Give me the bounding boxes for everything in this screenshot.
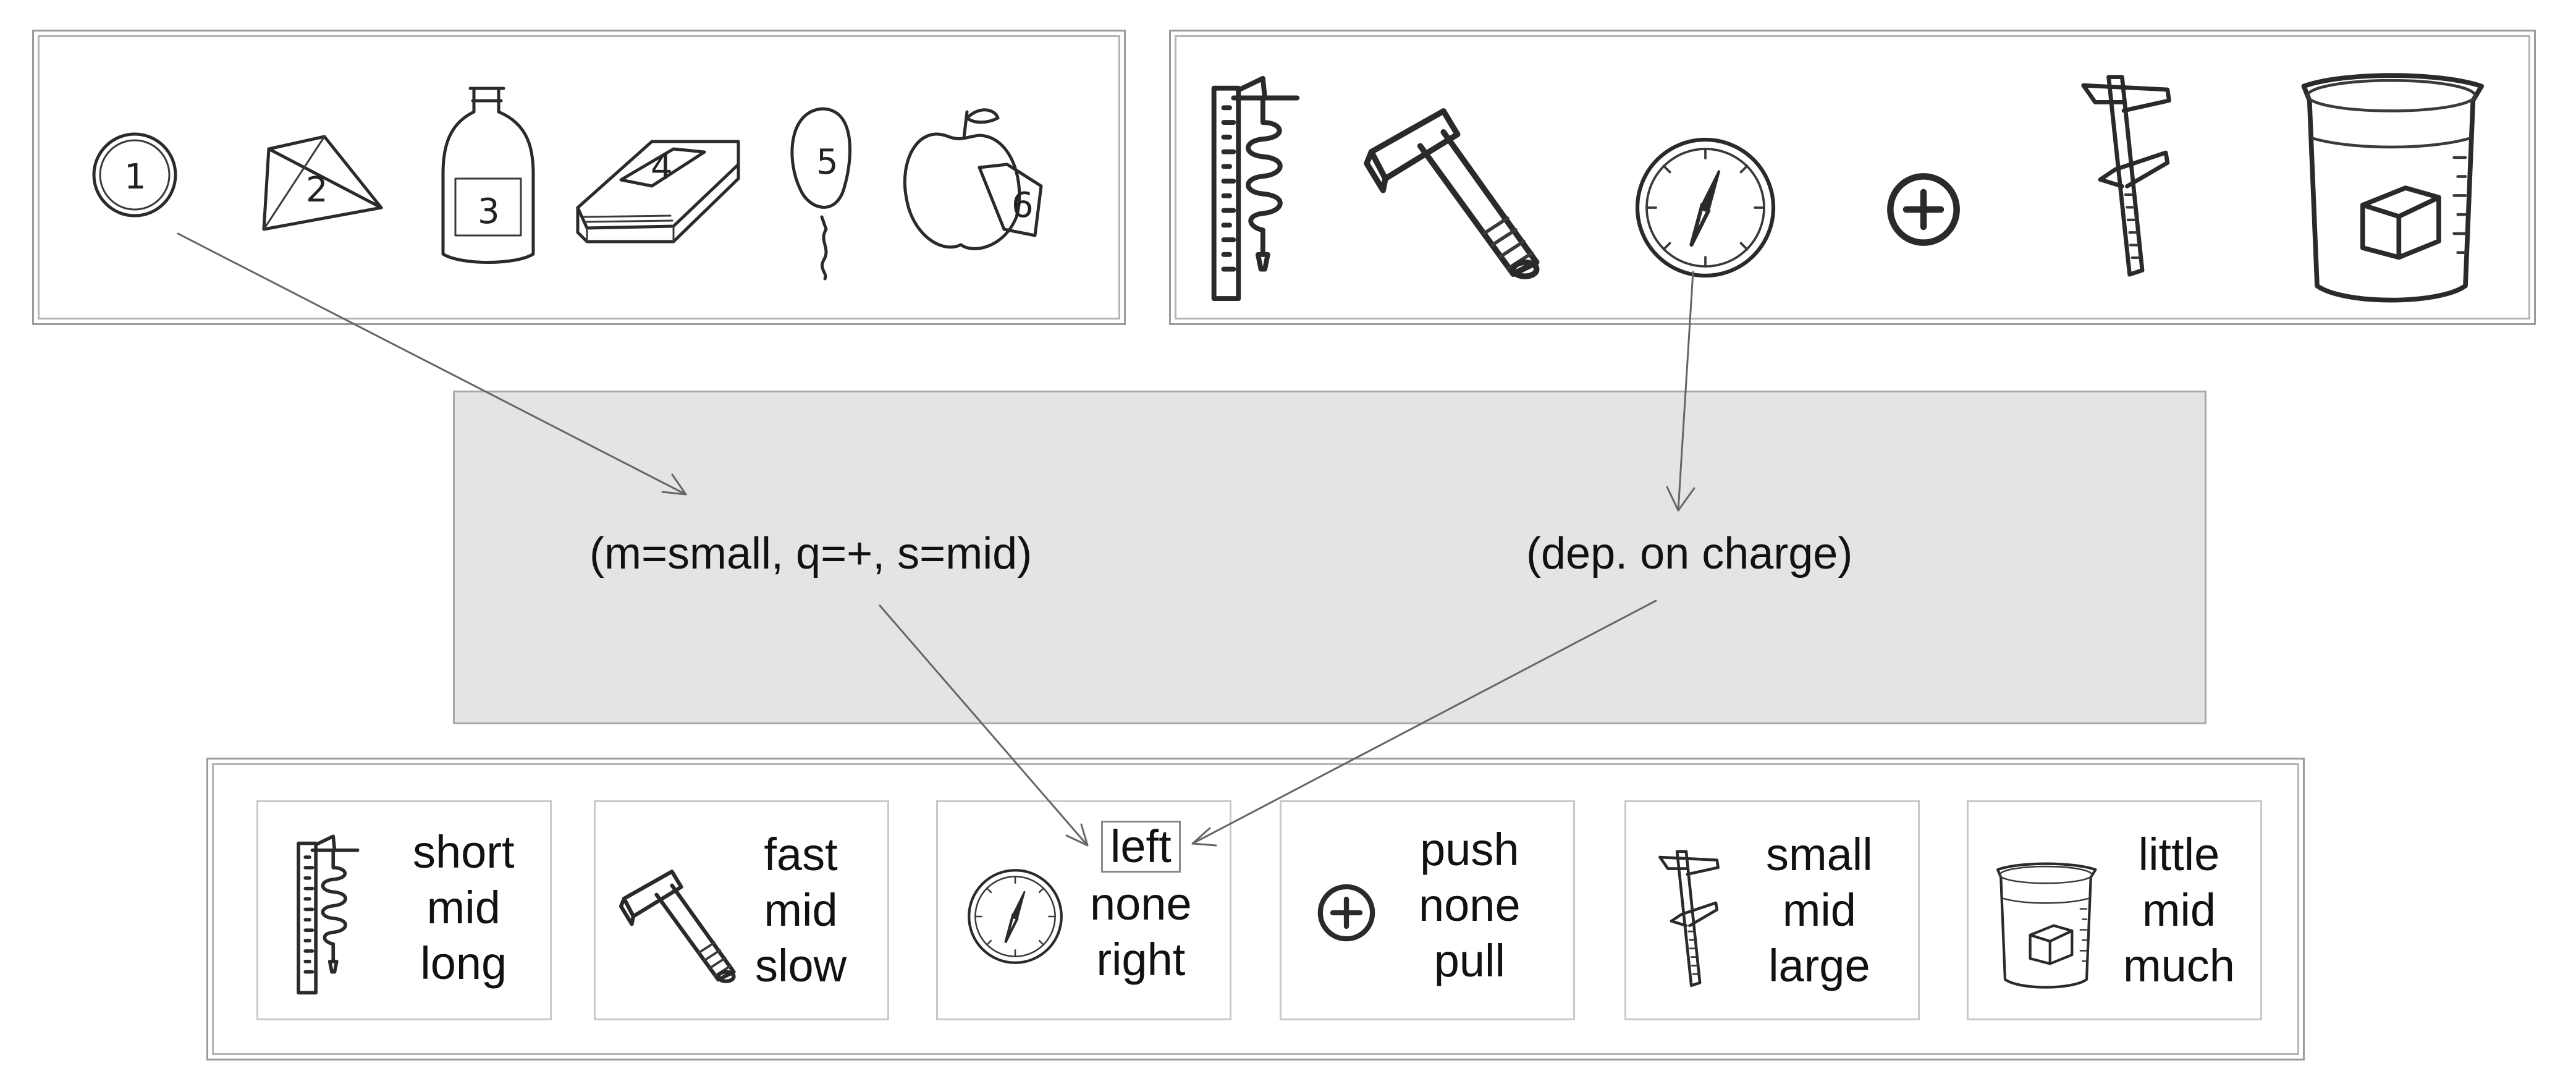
bottle-object: 3 <box>441 87 535 264</box>
pyramid-number: 2 <box>306 170 328 210</box>
objects-panel: 1 2 3 4 <box>32 30 1126 325</box>
object-properties-text: (m=small, q=+, s=mid) <box>589 529 1033 578</box>
scale-card-compass: left none right <box>936 800 1231 1020</box>
instruments-panel-inner-border <box>1175 35 2530 320</box>
scale-labels: push none pull <box>1419 822 1521 989</box>
instruments-panel <box>1169 30 2536 325</box>
scale-label-low: fast <box>764 829 838 880</box>
scale-label-high: pull <box>1434 935 1505 986</box>
spring-scale-icon <box>1201 69 1306 303</box>
balloon-object: 5 <box>790 107 851 281</box>
compass-icon <box>963 864 1068 969</box>
scale-card-beaker: little mid much <box>1967 800 2262 1020</box>
scale-label-selected: left <box>1100 821 1181 873</box>
scale-labels: left none right <box>1090 821 1192 988</box>
charge-dependency-text: (dep. on charge) <box>1526 529 1853 578</box>
scale-labels: small mid large <box>1766 827 1873 994</box>
scale-label-high: slow <box>755 940 847 991</box>
scale-label-high: right <box>1096 934 1186 985</box>
apple-number: 6 <box>1011 185 1034 226</box>
scale-label-high: much <box>2123 940 2235 991</box>
scale-label-mid: mid <box>426 882 500 933</box>
charge-plus-icon <box>1312 879 1380 947</box>
beaker-icon <box>2286 62 2496 310</box>
beaker-icon <box>1987 857 2105 993</box>
scale-label-low: short <box>413 826 515 878</box>
scale-labels: fast mid slow <box>755 827 847 994</box>
scale-label-mid: none <box>1419 879 1521 931</box>
scale-labels: little mid much <box>2123 827 2235 994</box>
scale-card-hammer: fast mid slow <box>594 800 889 1020</box>
scale-label-mid: mid <box>764 884 838 936</box>
pyramid-object: 2 <box>262 135 383 231</box>
hammer-icon <box>618 861 741 997</box>
scale-label-low: little <box>2138 829 2220 880</box>
coin-object: 1 <box>92 132 177 218</box>
inference-box: (m=small, q=+, s=mid) (dep. on charge) <box>453 391 2206 724</box>
scale-label-mid: mid <box>1782 884 1856 936</box>
book-object: 4 <box>576 140 740 243</box>
scale-label-low: small <box>1766 829 1873 880</box>
spring-scale-icon <box>289 829 363 996</box>
scale-label-high: long <box>420 938 507 989</box>
bottle-number: 3 <box>478 192 500 232</box>
hammer-icon <box>1359 99 1551 297</box>
scale-card-spring: short mid long <box>256 800 552 1020</box>
charge-plus-icon <box>1880 166 1967 253</box>
scale-label-mid: none <box>1090 878 1192 929</box>
scale-card-charge: push none pull <box>1280 800 1575 1020</box>
scale-label-low: push <box>1420 824 1519 875</box>
caliper-icon <box>1649 843 1723 991</box>
scales-panel: short mid long fast mid slow left none r… <box>206 758 2305 1060</box>
book-number: 4 <box>651 147 673 187</box>
apple-object: 6 <box>903 108 1043 250</box>
scale-label-high: large <box>1768 940 1870 991</box>
coin-number: 1 <box>124 157 146 197</box>
compass-icon <box>1628 130 1783 285</box>
objects-drawings: 1 2 3 4 <box>92 87 1043 281</box>
caliper-icon <box>2066 69 2177 279</box>
scale-label-mid: mid <box>2142 884 2216 936</box>
scale-card-caliper: small mid large <box>1624 800 1920 1020</box>
balloon-number: 5 <box>816 142 838 182</box>
scale-labels: short mid long <box>413 824 515 991</box>
